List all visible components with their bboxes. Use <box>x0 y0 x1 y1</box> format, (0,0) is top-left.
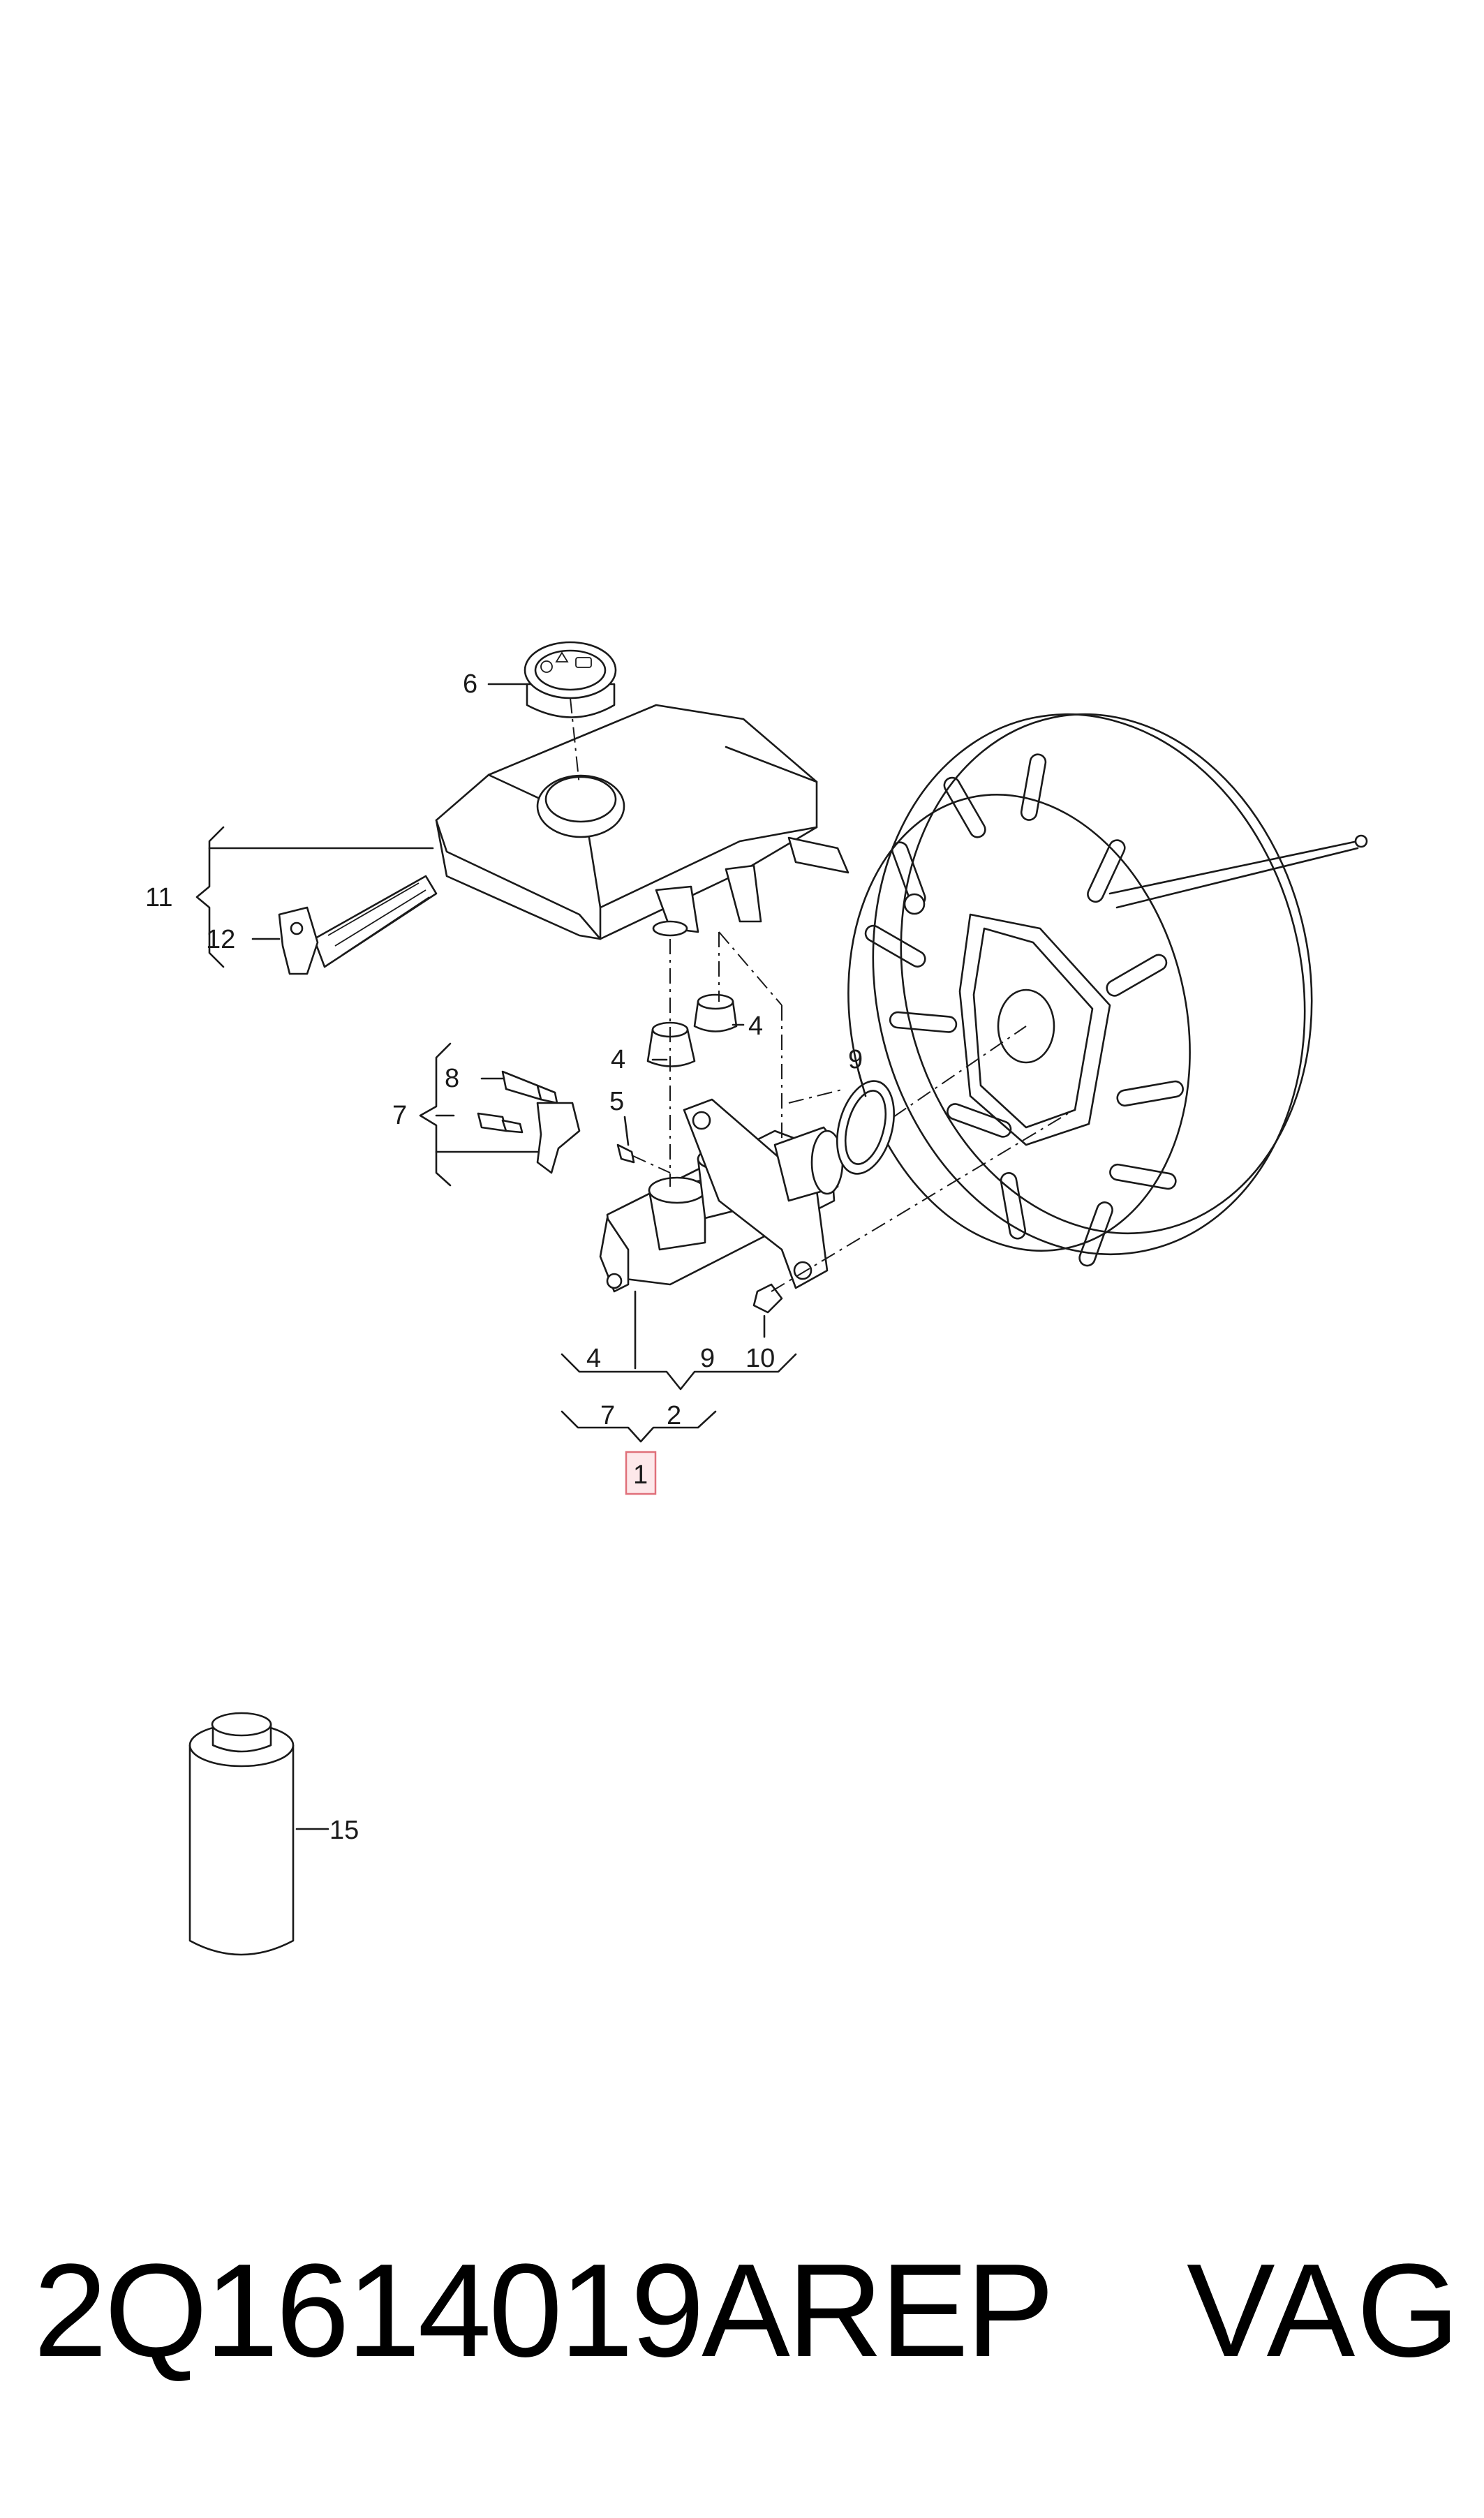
seal-ring-drawing <box>836 1080 896 1175</box>
callout-11: 11 <box>145 883 172 912</box>
callout-12: 12 <box>206 925 235 954</box>
reservoir-cap-drawing <box>524 641 617 718</box>
callout-2: 2 <box>667 1401 681 1430</box>
master-cylinder-drawing <box>599 1098 844 1314</box>
callout-15: 15 <box>329 1816 359 1845</box>
callout-7-lower: 7 <box>600 1401 615 1430</box>
level-sensor-drawing <box>278 875 438 975</box>
part-number-text: 2Q1614019AREP <box>34 2237 1055 2385</box>
callout-4-middle: 4 <box>611 1045 625 1074</box>
fluid-reservoir-drawing <box>435 704 849 940</box>
callout-6: 6 <box>463 669 477 699</box>
callout-7-bracket: 7 <box>392 1101 407 1130</box>
callout-8: 8 <box>445 1064 459 1093</box>
callout-4-lower: 4 <box>586 1344 601 1373</box>
callout-4-upper: 4 <box>748 1012 763 1041</box>
brake-booster-drawing <box>847 713 1368 1267</box>
callout-brackets <box>195 826 797 1443</box>
grommet-drawings <box>646 993 738 1067</box>
sensor-parts-drawing <box>477 1070 635 1174</box>
brake-fluid-bottle-drawing <box>188 1712 295 1956</box>
highlighted-callout-box <box>625 1451 657 1495</box>
leader-lines <box>251 683 1069 1830</box>
callout-9-seal: 9 <box>848 1045 863 1074</box>
callout-1-highlighted: 1 <box>633 1460 648 1490</box>
callout-10: 10 <box>745 1344 775 1373</box>
brand-text: VAG <box>1187 2237 1462 2385</box>
callout-5: 5 <box>609 1087 624 1116</box>
callout-9-lower: 9 <box>700 1344 715 1373</box>
callout-labels: 6 11 12 4 4 8 7 5 9 4 9 10 7 2 1 15 <box>145 669 863 1845</box>
